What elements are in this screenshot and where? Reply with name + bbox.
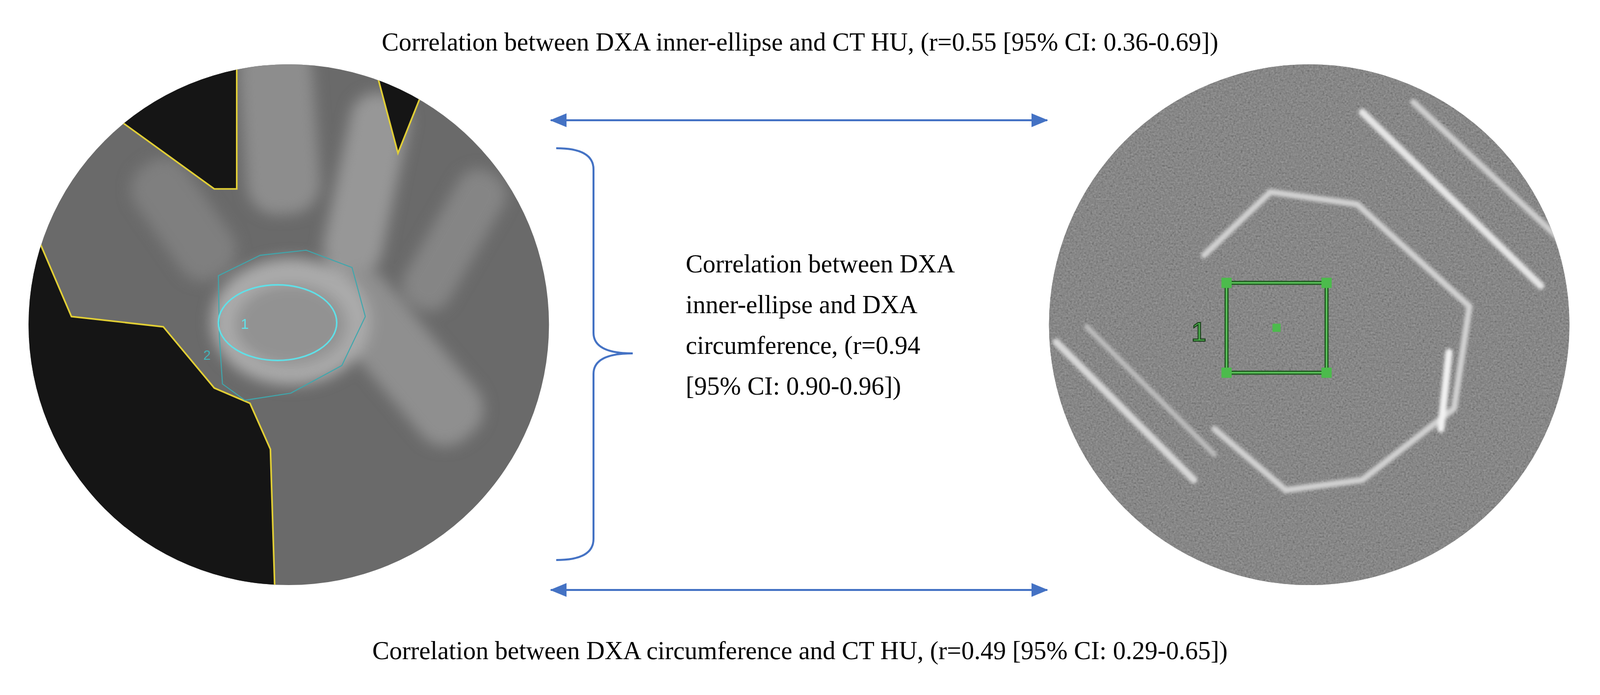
bone-cortex bbox=[1204, 191, 1470, 490]
note-text: Correlation between DXA inner-ellipse an… bbox=[685, 243, 981, 407]
bone bbox=[211, 258, 371, 385]
edge-label: Correlation between DXA inner-ellipse an… bbox=[381, 27, 1218, 57]
roi-handle bbox=[1221, 277, 1232, 288]
ct-roi bbox=[1226, 282, 1327, 373]
background bbox=[40, 0, 237, 189]
roi-number: 1 bbox=[240, 316, 249, 332]
ct-image-circle: 1 bbox=[1049, 64, 1570, 585]
edge-label: Correlation between DXA circumference an… bbox=[372, 635, 1228, 665]
bone-edge bbox=[1441, 352, 1450, 429]
bone-edge bbox=[1086, 326, 1215, 455]
roi-center bbox=[1272, 323, 1281, 332]
bone-edge bbox=[1413, 102, 1572, 251]
roi-handle bbox=[1321, 277, 1332, 288]
curly-brace bbox=[556, 148, 633, 560]
carpal-bone bbox=[393, 160, 515, 319]
bone-edges bbox=[1056, 102, 1572, 491]
yellow-outline bbox=[377, 61, 429, 154]
roi-handle bbox=[1221, 367, 1232, 378]
inner-ellipse-roi bbox=[218, 284, 337, 361]
yellow-outline bbox=[122, 40, 237, 189]
background bbox=[377, 0, 429, 154]
ct-ground bbox=[1040, 55, 1582, 597]
circle-outline bbox=[1050, 65, 1569, 584]
circle-outline bbox=[28, 64, 549, 585]
background bbox=[0, 244, 276, 613]
ct-noise bbox=[1040, 55, 1582, 597]
double-arrow bbox=[550, 588, 1048, 591]
roi-handle bbox=[1321, 367, 1332, 378]
dxa-image-circle: 12 bbox=[28, 64, 549, 585]
bone bbox=[234, 283, 347, 365]
roi-number: 2 bbox=[203, 348, 211, 362]
circle-outline bbox=[1049, 64, 1570, 585]
ct-image bbox=[1040, 55, 1582, 597]
circle-outline bbox=[29, 65, 548, 584]
ct-roi bbox=[1226, 282, 1327, 373]
yellow-outline bbox=[30, 244, 276, 613]
dxa-image bbox=[0, 0, 562, 613]
double-arrow bbox=[550, 119, 1048, 122]
finger-bone bbox=[236, 38, 323, 217]
roi-number: 1 bbox=[1190, 317, 1207, 346]
circumference-roi bbox=[218, 250, 366, 401]
